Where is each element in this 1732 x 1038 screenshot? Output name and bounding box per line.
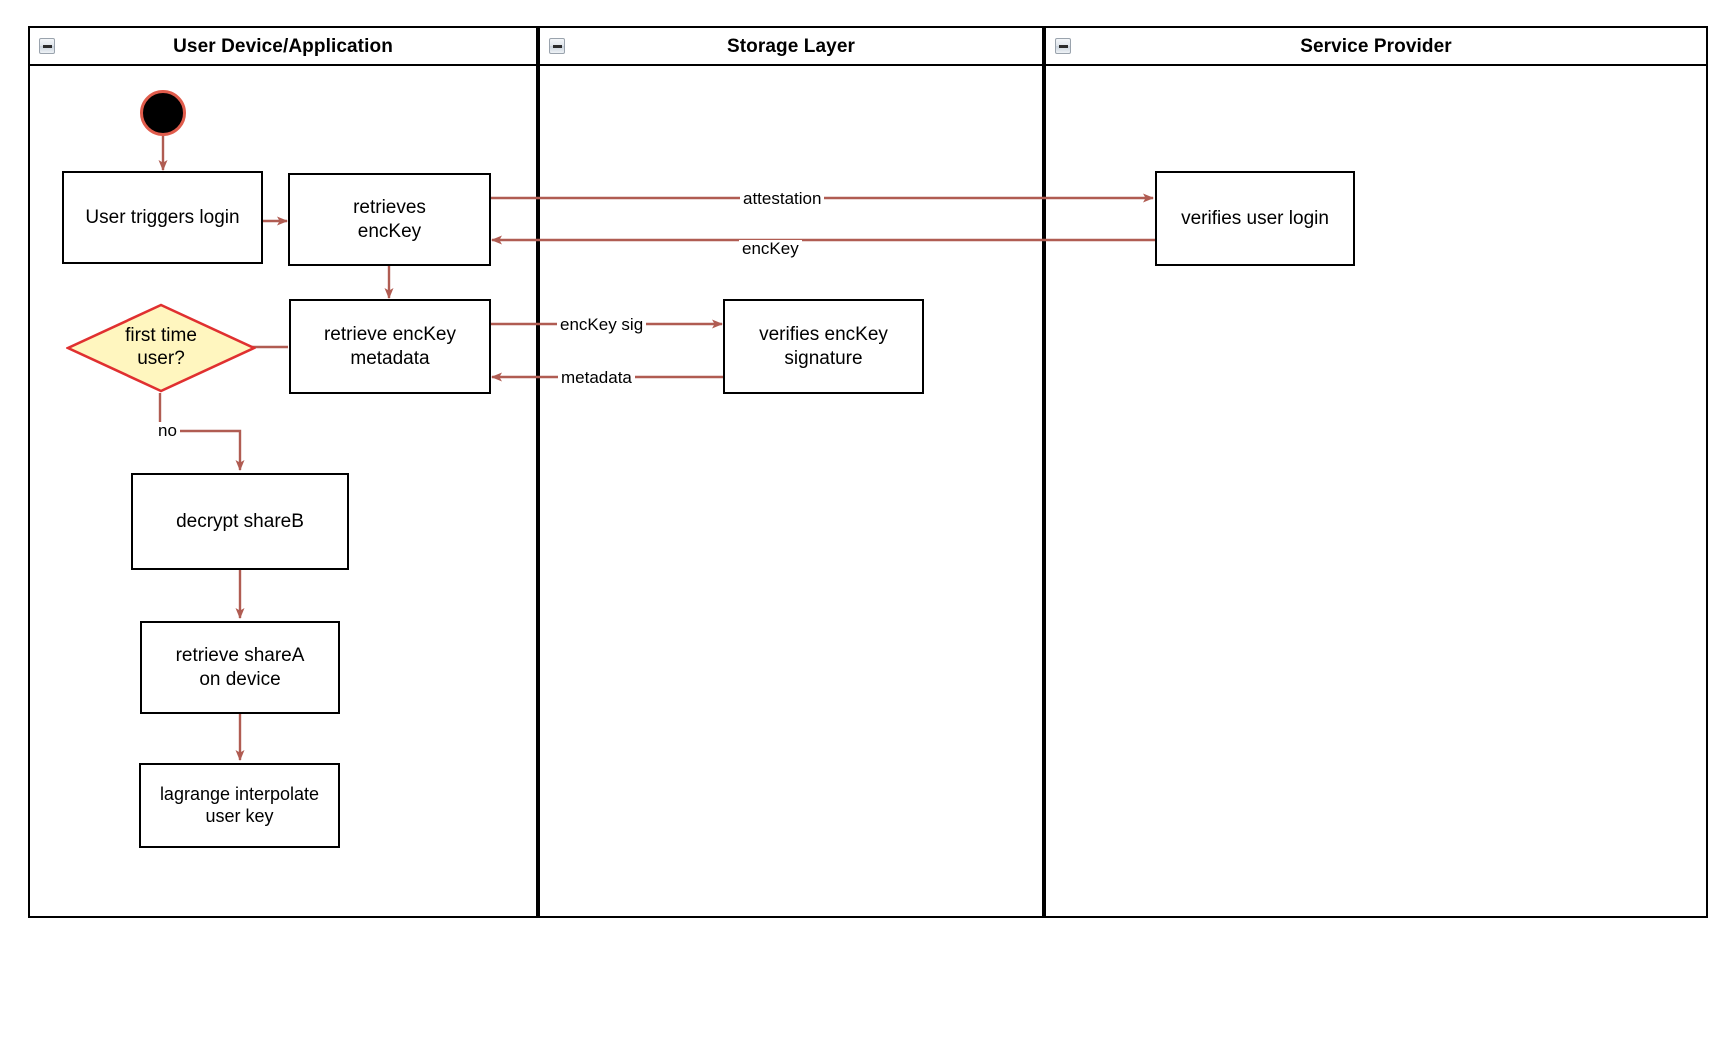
swimlane-header-service-provider[interactable]: Service Provider: [1046, 28, 1706, 66]
edge-label-no: no: [155, 422, 180, 439]
node-first-time-user[interactable]: first time user?: [66, 303, 256, 393]
swimlane-header-storage-layer[interactable]: Storage Layer: [540, 28, 1042, 66]
collapse-minus-icon[interactable]: [1055, 38, 1071, 54]
swimlane-title: Service Provider: [1300, 35, 1452, 57]
start-node[interactable]: [140, 90, 186, 136]
node-retrieve-enckey-metadata[interactable]: retrieve encKey metadata: [289, 299, 491, 394]
swimlane-storage-layer[interactable]: Storage Layer: [538, 26, 1044, 918]
swimlane-title: Storage Layer: [726, 35, 856, 57]
node-verifies-user-login[interactable]: verifies user login: [1155, 171, 1355, 266]
node-verifies-enckey-signature[interactable]: verifies encKey signature: [723, 299, 924, 394]
node-user-triggers-login[interactable]: User triggers login: [62, 171, 263, 264]
node-retrieves-enckey[interactable]: retrieves encKey: [288, 173, 491, 266]
swimlane-title: User Device/Application: [173, 35, 393, 57]
node-decrypt-shareb[interactable]: decrypt shareB: [131, 473, 349, 570]
node-label: first time user?: [125, 325, 197, 369]
node-lagrange-interpolate[interactable]: lagrange interpolate user key: [139, 763, 340, 848]
diamond-shape: [66, 303, 256, 393]
collapse-minus-icon[interactable]: [549, 38, 565, 54]
edge-label-enckey: encKey: [739, 240, 802, 257]
swimlane-header-user-device[interactable]: User Device/Application: [30, 28, 536, 66]
edge-label-enckey-sig: encKey sig: [557, 316, 647, 333]
edge-label-attestation: attestation: [740, 190, 825, 207]
node-retrieve-sharea[interactable]: retrieve shareA on device: [140, 621, 340, 714]
swimlane-service-provider[interactable]: Service Provider: [1044, 26, 1708, 918]
collapse-minus-icon[interactable]: [39, 38, 55, 54]
edge-label-metadata: metadata: [558, 369, 635, 386]
